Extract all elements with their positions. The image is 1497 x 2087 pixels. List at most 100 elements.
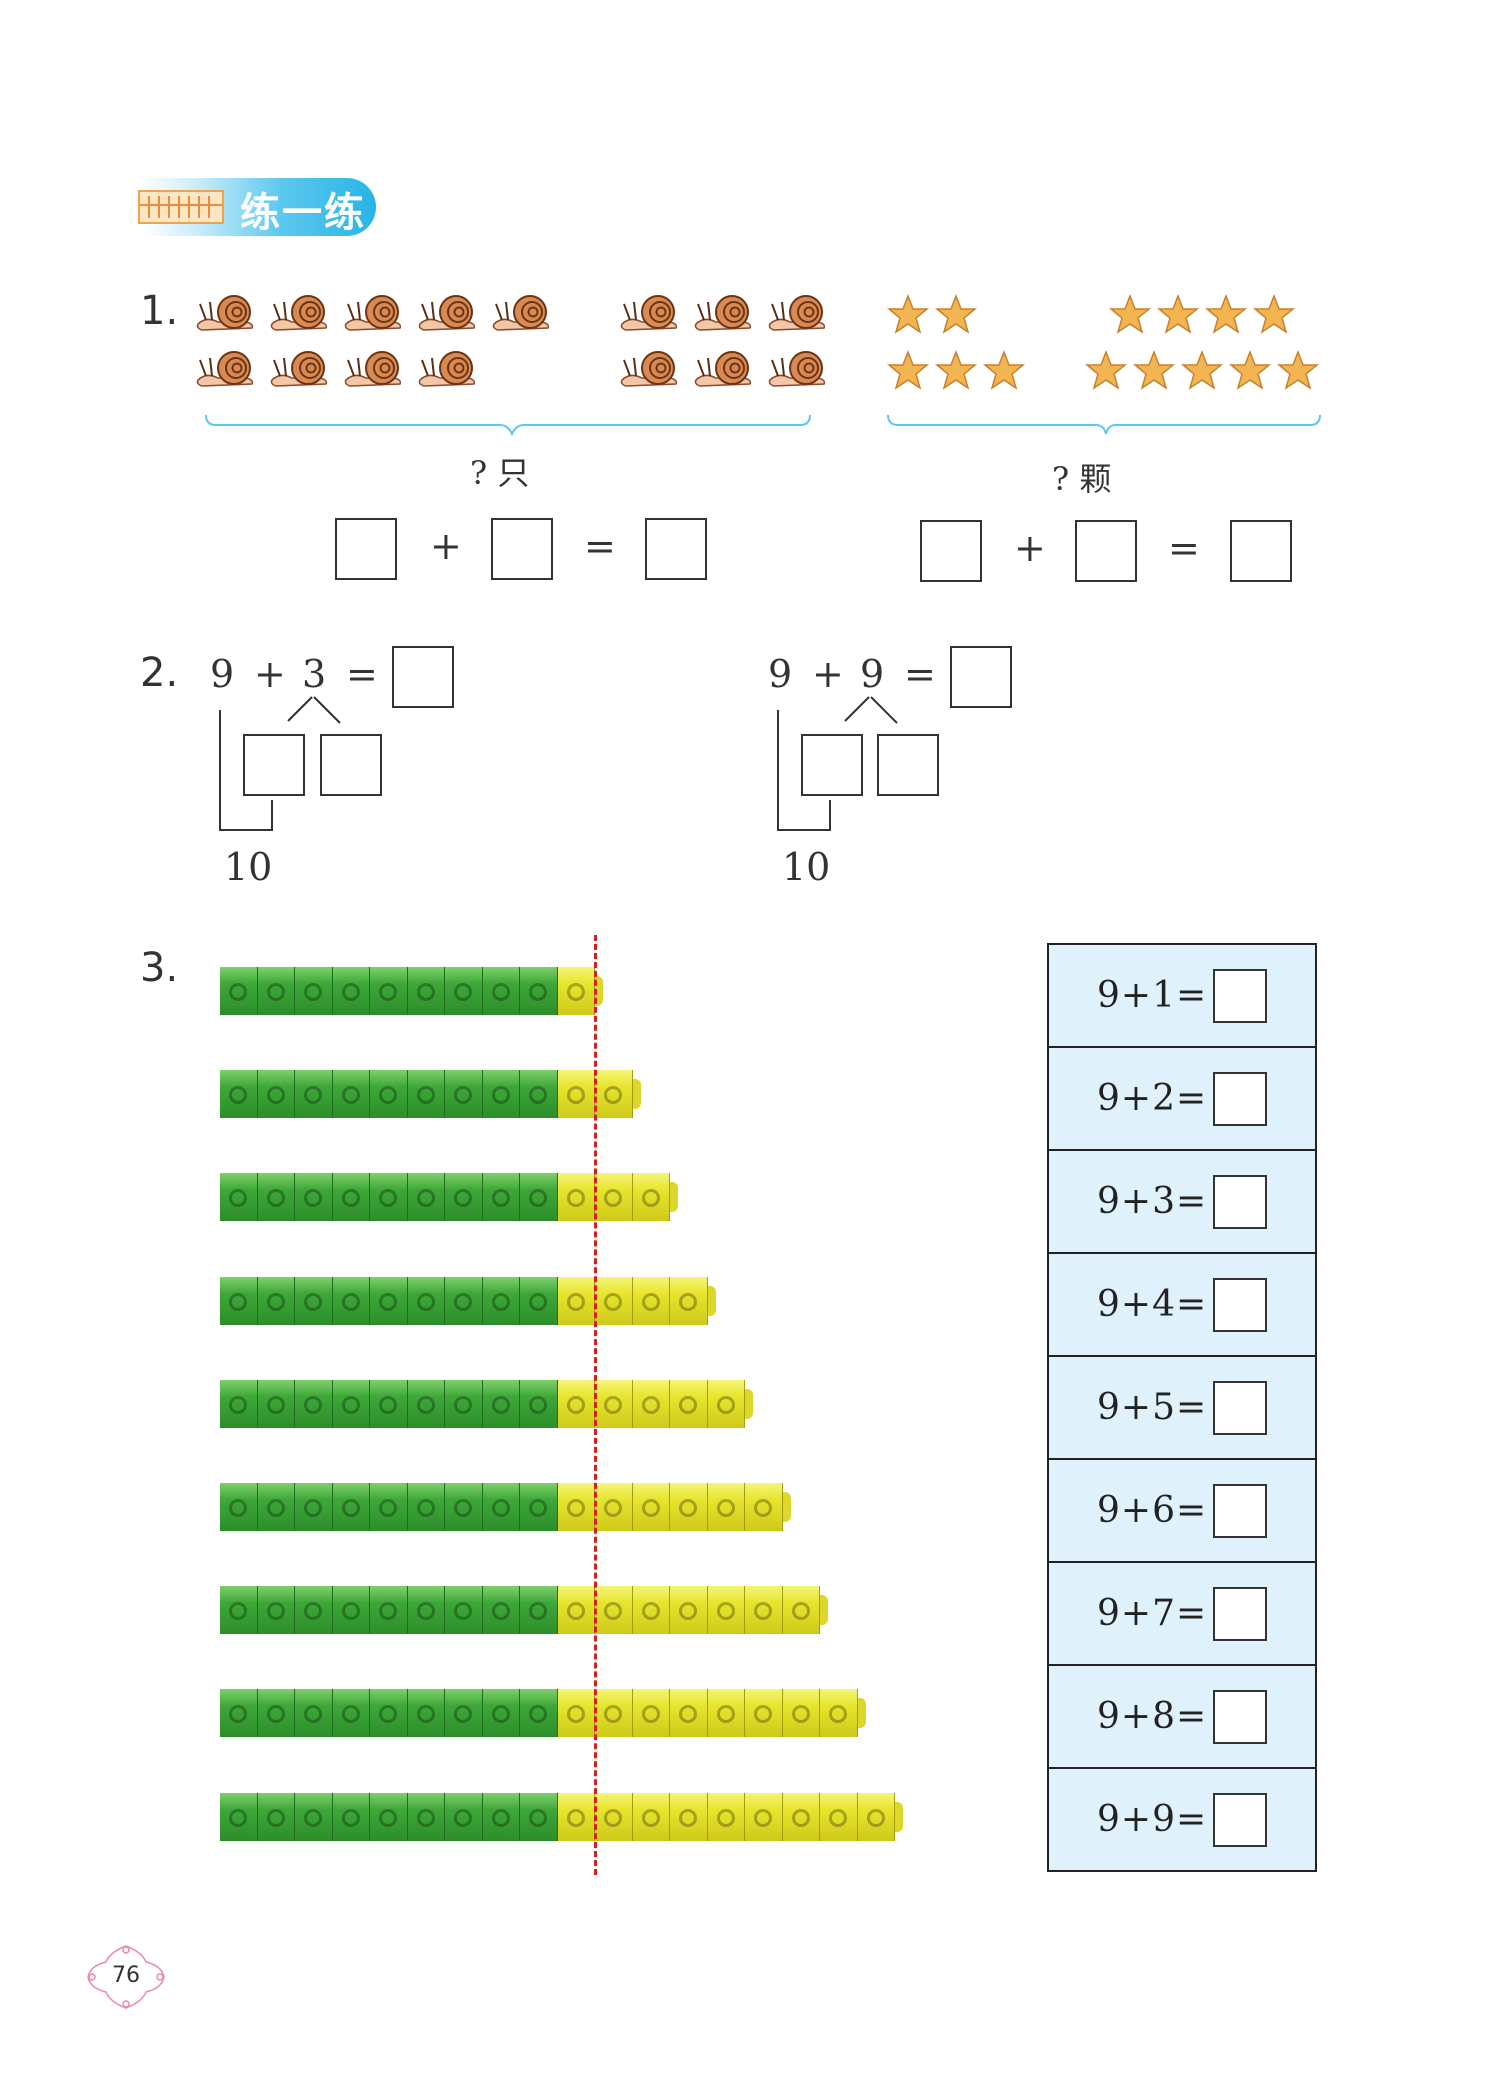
green-cube: [295, 1380, 333, 1428]
q2-left-result[interactable]: [392, 646, 454, 708]
snail-group-right: [620, 295, 826, 387]
yellow-cube: [707, 1483, 745, 1531]
green-cube: [370, 967, 408, 1015]
yellow-cube: [670, 1586, 708, 1634]
green-cube: [257, 1380, 295, 1428]
green-cube: [295, 1483, 333, 1531]
yellow-cube: [707, 1689, 745, 1737]
yellow-cube: [670, 1277, 708, 1325]
green-cube: [332, 1689, 370, 1737]
q2-right-result[interactable]: [950, 646, 1012, 708]
yellow-cube: [782, 1689, 820, 1737]
green-cube: [407, 1483, 445, 1531]
q1-left-answer-3[interactable]: [645, 518, 707, 580]
equation-text: 9+5=: [1097, 1387, 1208, 1428]
answer-box[interactable]: [1213, 1484, 1267, 1538]
table-row: 9+3=: [1049, 1151, 1315, 1254]
yellow-cube: [632, 1689, 670, 1737]
green-cube: [407, 967, 445, 1015]
q2-right-lines: [777, 696, 898, 831]
q2-left-a: 9: [210, 652, 235, 696]
q1-right-answer-2[interactable]: [1075, 520, 1137, 582]
q1-right-answer-3[interactable]: [1230, 520, 1292, 582]
green-cube: [295, 1793, 333, 1841]
yellow-cube: [820, 1793, 858, 1841]
table-row: 9+2=: [1049, 1048, 1315, 1151]
yellow-cube: [557, 1277, 595, 1325]
page-number: 76: [112, 1963, 140, 1988]
yellow-cube: [782, 1793, 820, 1841]
q2-left-split-2[interactable]: [320, 734, 382, 796]
equation-text: 9+6=: [1097, 1490, 1208, 1531]
green-cube: [370, 1277, 408, 1325]
green-cube: [220, 1380, 258, 1428]
green-cube: [220, 1586, 258, 1634]
green-cube: [482, 1689, 520, 1737]
green-cube: [407, 1277, 445, 1325]
cube-end-cap: [670, 1182, 678, 1212]
cube-row-9-plus-9: [220, 1793, 903, 1841]
green-cube: [332, 967, 370, 1015]
green-cube: [407, 1586, 445, 1634]
q2-right-eq: =: [904, 652, 936, 696]
yellow-cube: [820, 1689, 858, 1737]
green-cube: [257, 1173, 295, 1221]
answer-box[interactable]: [1213, 1793, 1267, 1847]
q1-left-answer-2[interactable]: [491, 518, 553, 580]
green-cube: [220, 1173, 258, 1221]
answer-box[interactable]: [1213, 1690, 1267, 1744]
cube-end-cap: [895, 1802, 903, 1832]
q1-left-answer-1[interactable]: [335, 518, 397, 580]
q2-left-ten: 10: [224, 845, 273, 889]
green-cube: [370, 1173, 408, 1221]
green-cube: [295, 1173, 333, 1221]
table-row: 9+1=: [1049, 945, 1315, 1048]
yellow-cube: [595, 1277, 633, 1325]
question-1-number: 1.: [140, 288, 179, 334]
q2-right-a: 9: [768, 652, 793, 696]
green-cube: [445, 1277, 483, 1325]
q2-left-b: 3: [302, 652, 327, 696]
q1-right-answer-1[interactable]: [920, 520, 982, 582]
yellow-cube: [670, 1689, 708, 1737]
star-group-right: [1086, 295, 1318, 389]
green-cube: [445, 1380, 483, 1428]
yellow-cube: [745, 1586, 783, 1634]
green-cube: [482, 1483, 520, 1531]
answer-box[interactable]: [1213, 1175, 1267, 1229]
green-cube: [257, 1483, 295, 1531]
answer-box[interactable]: [1213, 1587, 1267, 1641]
cube-end-cap: [820, 1595, 828, 1625]
q2-left-split-1[interactable]: [243, 734, 305, 796]
answer-box[interactable]: [1213, 969, 1267, 1023]
q1-left-caption: ? 只: [470, 454, 530, 492]
answer-box[interactable]: [1213, 1381, 1267, 1435]
table-row: 9+9=: [1049, 1769, 1315, 1870]
cube-row-9-plus-6: [220, 1483, 791, 1531]
green-cube: [220, 1483, 258, 1531]
q2-right-split-1[interactable]: [801, 734, 863, 796]
green-cube: [520, 1483, 558, 1531]
green-cube: [520, 1380, 558, 1428]
green-cube: [482, 1277, 520, 1325]
answer-box[interactable]: [1213, 1072, 1267, 1126]
green-cube: [332, 1380, 370, 1428]
green-cube: [370, 1689, 408, 1737]
equation-text: 9+3=: [1097, 1181, 1208, 1222]
answer-box[interactable]: [1213, 1278, 1267, 1332]
q2-left-op: +: [254, 652, 286, 696]
table-row: 9+8=: [1049, 1666, 1315, 1769]
q2-right-split-2[interactable]: [877, 734, 939, 796]
green-cube: [407, 1689, 445, 1737]
green-cube: [520, 1689, 558, 1737]
cube-end-cap: [782, 1492, 791, 1522]
green-cube: [520, 1277, 558, 1325]
green-cube: [370, 1793, 408, 1841]
q1-right-equals: =: [1168, 526, 1200, 570]
yellow-cube: [557, 1586, 595, 1634]
yellow-cube: [557, 1483, 595, 1531]
yellow-cube: [745, 1483, 783, 1531]
yellow-cube: [557, 1793, 595, 1841]
section-title: 练一练: [240, 190, 366, 236]
